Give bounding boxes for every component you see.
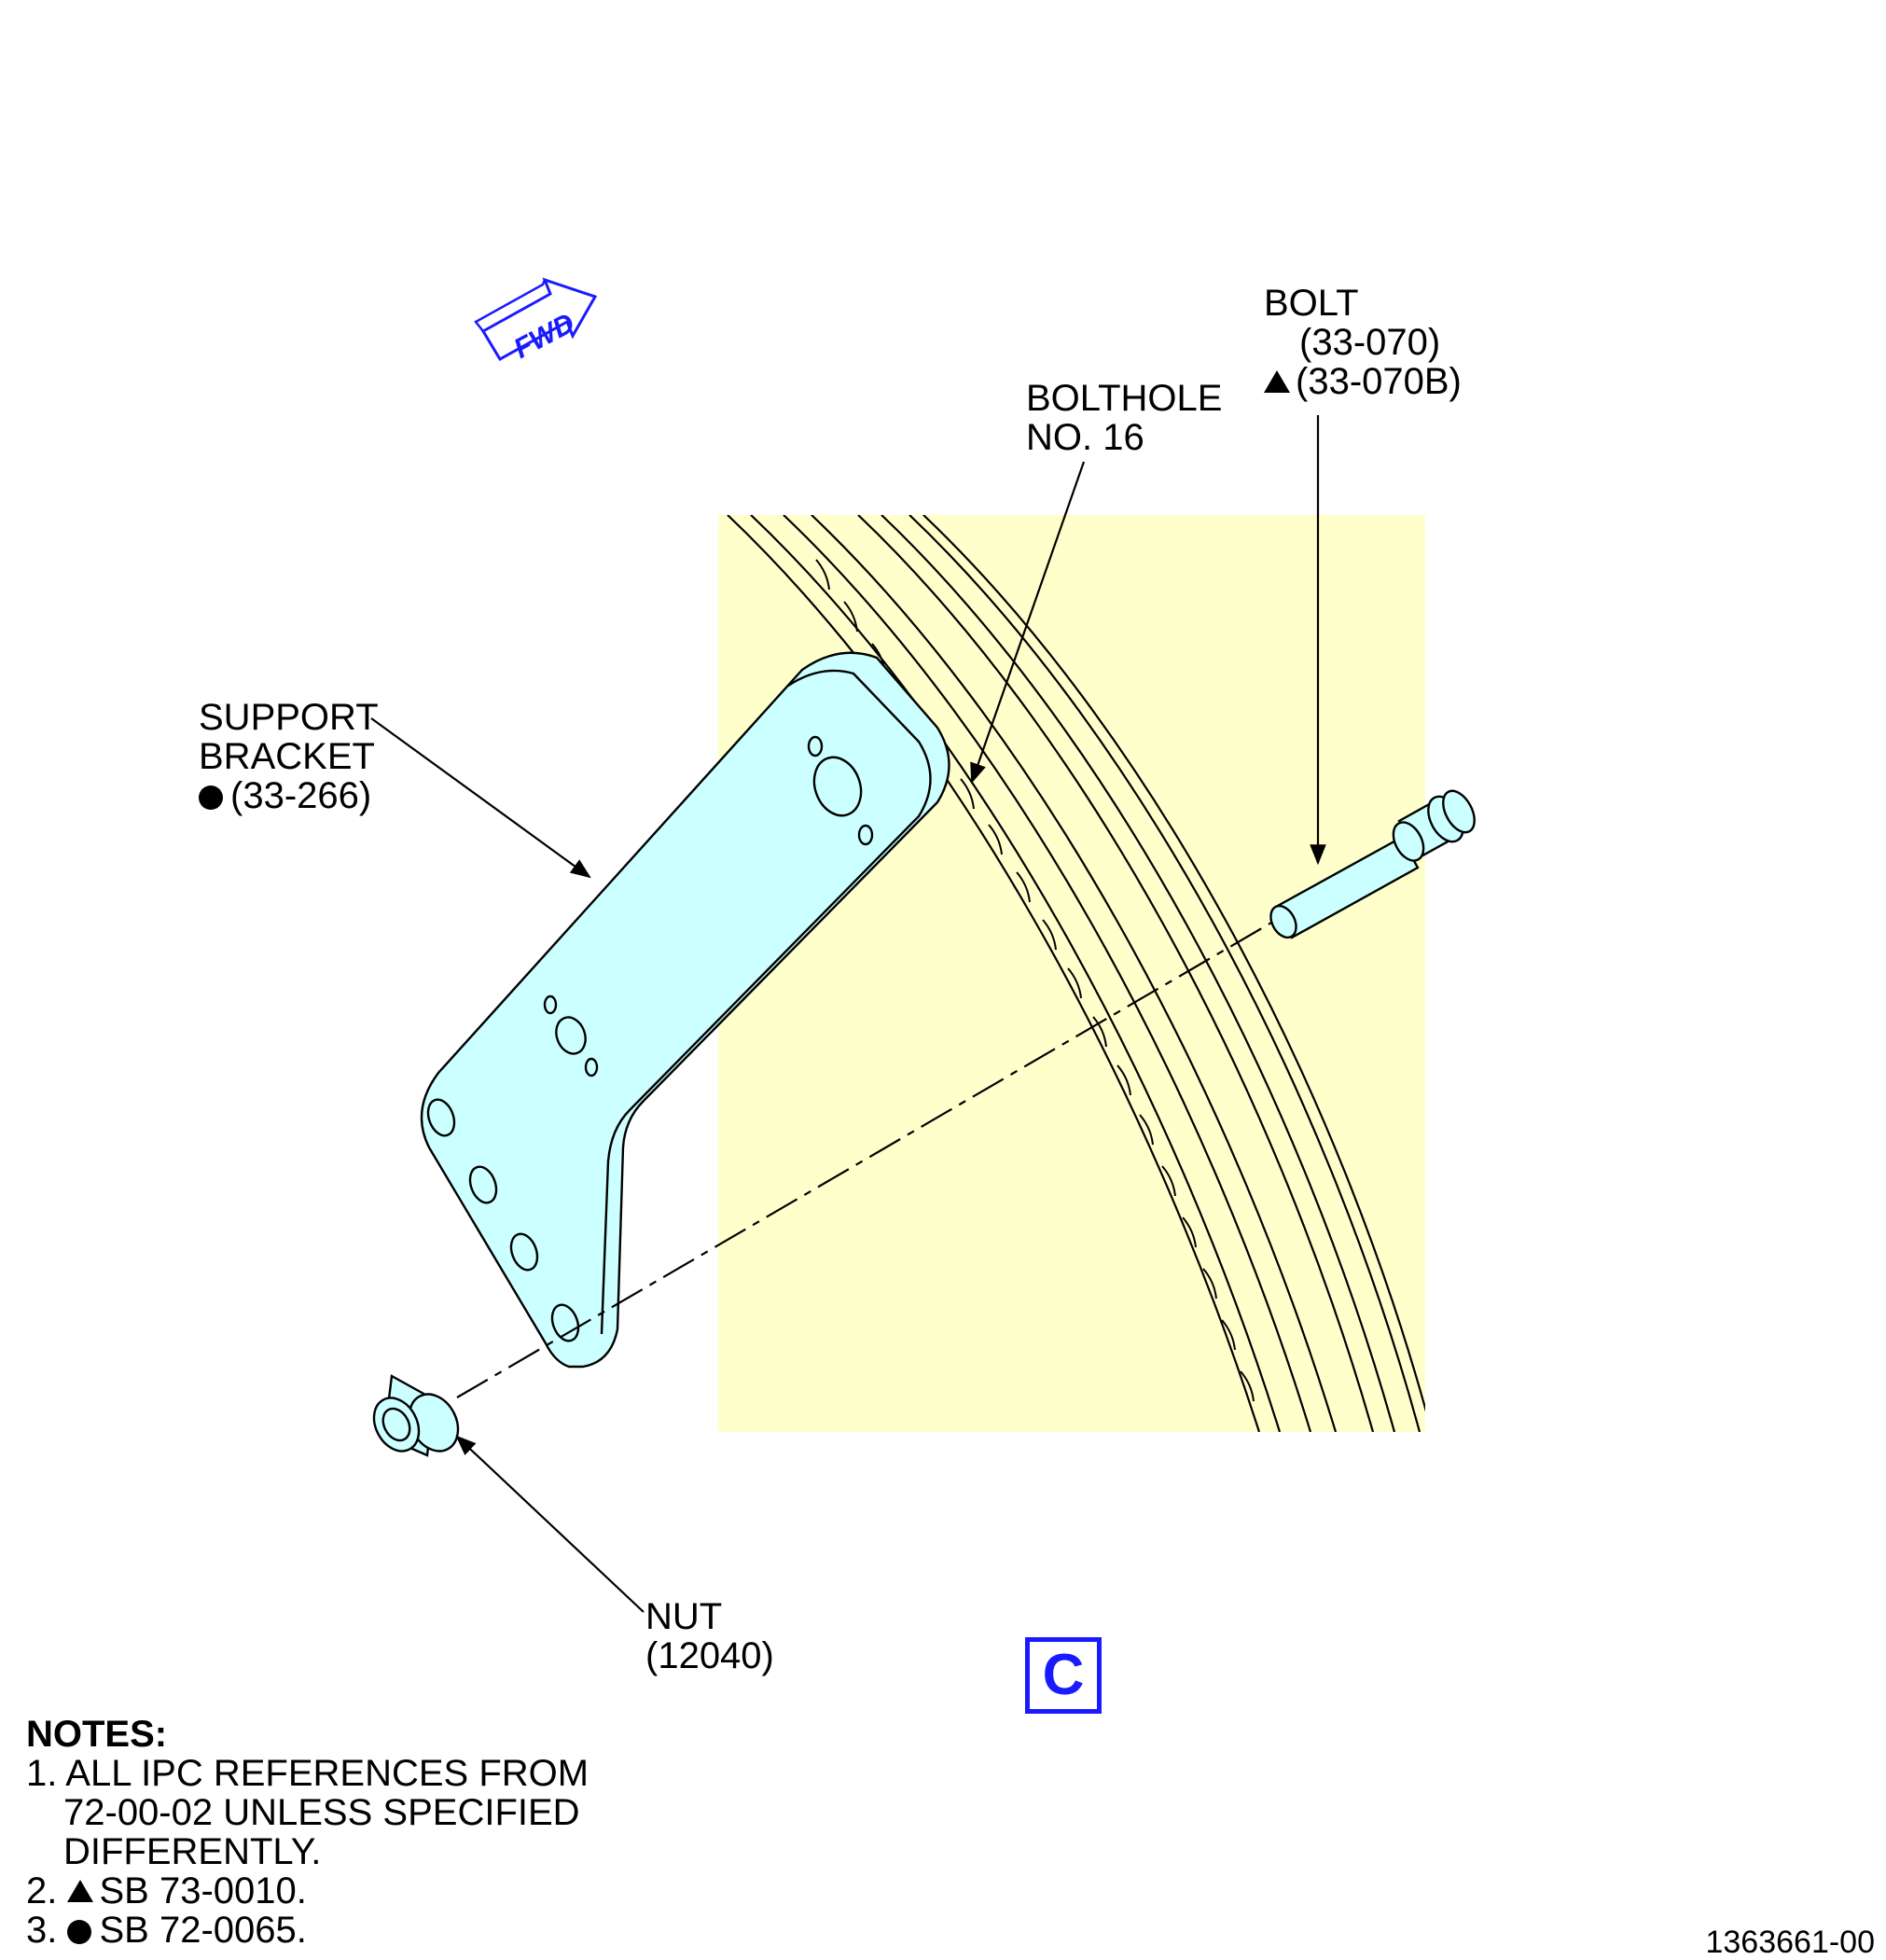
document-number: 1363661-00 (1705, 1925, 1875, 1960)
bolt-centerline (456, 918, 1279, 1398)
triangle-icon (67, 1880, 94, 1902)
dot-icon (199, 785, 223, 810)
nut-label: NUT (12040) (645, 1596, 774, 1676)
bolthole-label: BOLTHOLE NO. 16 (1026, 378, 1223, 458)
view-letter-box: C (1025, 1637, 1102, 1714)
note-1: 1. ALL IPC REFERENCES FROM (26, 1753, 589, 1794)
engine-case-ring (727, 515, 1425, 1432)
nut-part (372, 1374, 460, 1457)
note-1-cont2: DIFFERENTLY. (63, 1831, 322, 1872)
support-bracket-label: SUPPORT BRACKET (33-266) (199, 697, 379, 816)
bolt-part (1269, 789, 1476, 939)
triangle-icon (1264, 370, 1290, 393)
support-bracket-part (420, 651, 950, 1369)
note-1-cont: 72-00-02 UNLESS SPECIFIED (63, 1792, 580, 1833)
dot-icon (67, 1920, 92, 1944)
bolt-label: BOLT (33-070) (33-070B) (1264, 283, 1462, 402)
leader-lines (370, 415, 1326, 1613)
note-2: 2. SB 73-0010. (26, 1870, 307, 1911)
notes-block: NOTES: 1. ALL IPC REFERENCES FROM 72-00-… (26, 1715, 589, 1950)
note-3: 3. SB 72-0065. (26, 1910, 307, 1951)
notes-title: NOTES: (26, 1714, 168, 1755)
fwd-arrow-icon: FWD (474, 277, 598, 365)
